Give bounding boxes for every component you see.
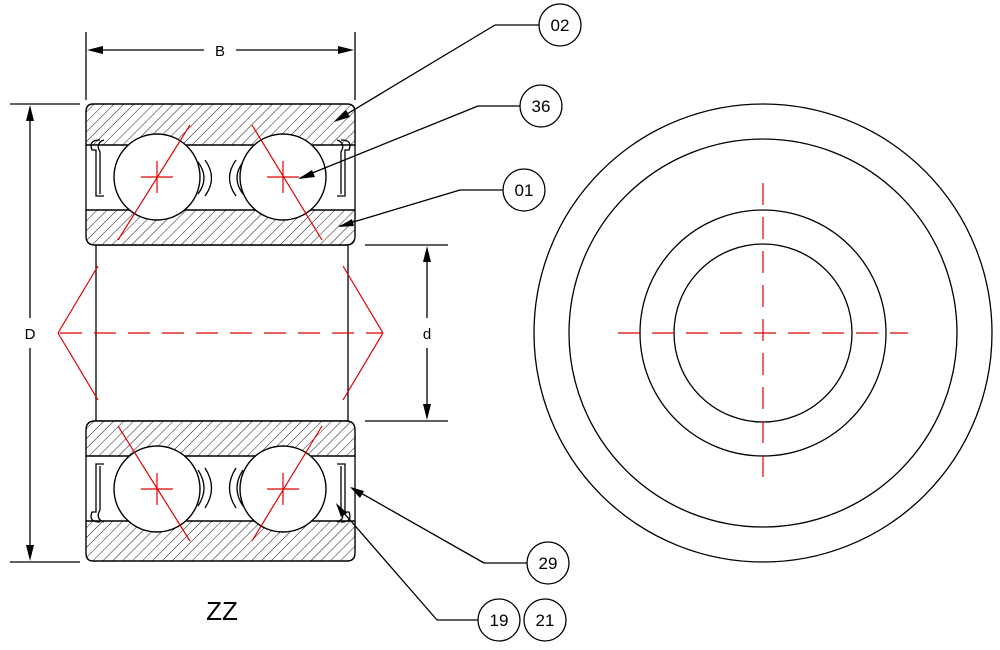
callout-02 xyxy=(538,3,582,47)
callout-36 xyxy=(519,84,563,128)
leaders xyxy=(298,24,539,621)
front-outer-circle xyxy=(533,103,993,563)
callout-19 xyxy=(477,598,521,642)
dimension-b: B xyxy=(85,32,356,100)
callout-29 xyxy=(526,541,570,585)
section-view: B D d xyxy=(10,3,582,642)
callout-21 xyxy=(523,598,567,642)
contact-lines xyxy=(57,124,384,542)
outer-ring-bottom xyxy=(85,520,356,562)
drawing-title: ZZ xyxy=(206,596,238,626)
front-view xyxy=(533,103,993,563)
dim-label-b: B xyxy=(215,43,225,60)
callouts: 02 36 01 29 19 21 xyxy=(477,3,582,642)
callout-02-label: 02 xyxy=(551,16,570,35)
callout-29-label: 29 xyxy=(539,554,558,573)
callout-21-label: 21 xyxy=(536,611,555,630)
dimension-d: D xyxy=(10,103,80,563)
callout-19-label: 19 xyxy=(490,611,509,630)
callout-01-label: 01 xyxy=(515,181,534,200)
front-shield-circle xyxy=(568,138,958,528)
callout-36-label: 36 xyxy=(532,97,551,116)
dim-label-d: D xyxy=(25,326,36,343)
dimension-bore: d xyxy=(365,244,448,422)
callout-01 xyxy=(502,168,546,212)
outer-ring-top xyxy=(85,103,356,146)
dim-label-bore: d xyxy=(423,326,431,343)
